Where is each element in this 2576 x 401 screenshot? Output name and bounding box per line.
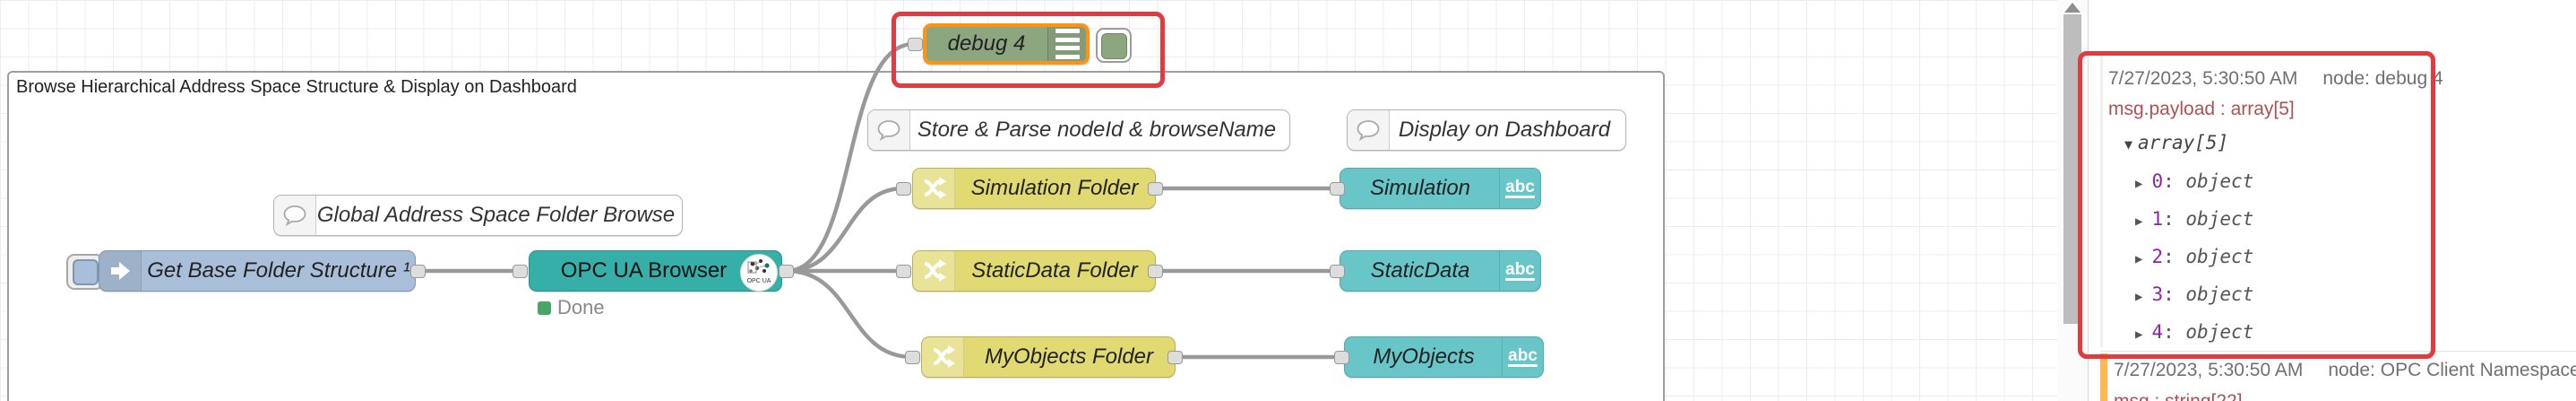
debug-node[interactable]: debug 4 (923, 23, 1090, 65)
switch-node-label: MyObjects Folder (984, 344, 1154, 369)
port-uitext-simulation-input[interactable] (1330, 182, 1345, 196)
uitext-node-simulation[interactable]: Simulation abc (1340, 168, 1541, 209)
port-switch-myobjects-input[interactable] (905, 351, 920, 364)
comment-label: Store & Parse nodeId & browseName (917, 118, 1277, 142)
port-switch-staticdata-input[interactable] (896, 265, 911, 278)
debug-node-label: debug 4 (947, 31, 1026, 56)
switch-shuffle-icon (922, 337, 964, 377)
debug-message-topic[interactable]: msg.payload : array[5] (2108, 99, 2295, 119)
svg-text:OPC UA: OPC UA (747, 278, 771, 284)
port-switch-myobjects-output[interactable] (1167, 351, 1183, 364)
flow-canvas[interactable]: Browse Hierarchical Address Space Struct… (0, 0, 2057, 401)
inject-button-pad (73, 259, 99, 285)
debug-sidebar: 7/27/2023, 5:30:50 AM node: debug 4 msg.… (2088, 0, 2576, 401)
wire-browser-to-simulation (784, 186, 906, 274)
switch-node-staticdata[interactable]: StaticData Folder (912, 250, 1156, 292)
canvas-vertical-scrollbar[interactable] (2057, 0, 2088, 401)
switch-shuffle-icon (913, 251, 955, 291)
uitext-node-label: StaticData (1370, 258, 1470, 283)
debug-tree-root[interactable]: array[5] (2124, 132, 2576, 153)
uitext-node-staticdata[interactable]: StaticData abc (1340, 250, 1541, 292)
inject-arrow-icon (99, 251, 142, 291)
status-dot-icon (538, 301, 551, 315)
debug-toggle-pad (1101, 33, 1127, 59)
status-text: Done (557, 296, 605, 318)
debug-tree-item[interactable]: 0: object (2135, 170, 2576, 192)
debug-tree-item[interactable]: 3: object (2135, 283, 2576, 305)
scroll-up-arrow-icon[interactable] (2064, 3, 2081, 13)
comment-node-display-dashboard[interactable]: Display on Dashboard (1347, 109, 1626, 151)
abc-text-icon: abc (1502, 337, 1543, 377)
port-uitext-myobjects-input[interactable] (1334, 351, 1349, 364)
message-separator (2100, 351, 2576, 352)
uitext-node-label: Simulation (1369, 176, 1471, 200)
inject-node-label: Get Base Folder Structure ¹ (147, 258, 410, 283)
debug-message-source-node: node: debug 4 (2322, 68, 2443, 89)
debug-message-timestamp: 7/27/2023, 5:30:50 AM (2114, 360, 2304, 380)
debug-message-timestamp: 7/27/2023, 5:30:50 AM (2108, 68, 2298, 89)
node-status: Done (538, 296, 605, 319)
switch-node-label: StaticData Folder (971, 258, 1138, 283)
comment-node-store-parse[interactable]: Store & Parse nodeId & browseName (867, 109, 1290, 151)
comment-bubble-icon (274, 196, 316, 235)
comment-label: Display on Dashboard (1398, 118, 1611, 142)
opcua-browser-node[interactable]: OPC UA Browser OPC UA (529, 250, 782, 292)
port-switch-simulation-output[interactable] (1148, 182, 1163, 196)
port-uitext-staticdata-input[interactable] (1330, 265, 1345, 278)
debug-message-source-node: node: OPC Client Namespace Brow (2328, 360, 2576, 380)
switch-node-myobjects[interactable]: MyObjects Folder (921, 336, 1176, 378)
opcua-logo-icon: OPC UA (740, 254, 778, 292)
port-switch-simulation-input[interactable] (896, 182, 911, 196)
wires-layer (415, 41, 1340, 360)
message-highlight-border (2100, 353, 2107, 401)
uitext-node-label: MyObjects (1373, 344, 1475, 369)
debug-message-header: 7/27/2023, 5:30:50 AM node: OPC Client N… (2114, 360, 2576, 381)
inject-trigger-button[interactable] (66, 254, 104, 290)
opcua-browser-label: OPC UA Browser (560, 258, 728, 283)
switch-shuffle-icon (913, 169, 955, 208)
comment-bubble-icon (868, 110, 910, 150)
message-left-border (2100, 56, 2103, 347)
port-inject-output[interactable] (410, 265, 426, 278)
inject-node[interactable]: Get Base Folder Structure ¹ (99, 250, 416, 292)
debug-enable-toggle[interactable] (1096, 28, 1132, 63)
abc-text-icon: abc (1499, 169, 1540, 208)
group-title: Browse Hierarchical Address Space Struct… (16, 77, 577, 97)
port-debug-input[interactable] (908, 38, 923, 51)
debug-list-icon (1047, 27, 1086, 61)
port-switch-staticdata-output[interactable] (1148, 265, 1163, 278)
comment-node-global-browse[interactable]: Global Address Space Folder Browse (273, 195, 683, 236)
debug-message-topic[interactable]: msg : string[22] (2114, 391, 2576, 401)
wire-browser-to-debug (784, 41, 917, 274)
switch-node-simulation[interactable]: Simulation Folder (912, 168, 1156, 209)
wire-browser-to-myobjects (784, 268, 915, 360)
abc-text-icon: abc (1499, 251, 1540, 291)
port-browser-input[interactable] (513, 265, 528, 278)
debug-tree-item[interactable]: 4: object (2135, 321, 2576, 343)
debug-tree-item[interactable]: 2: object (2135, 246, 2576, 267)
comment-label: Global Address Space Folder Browse (316, 203, 676, 227)
scrollbar-thumb[interactable] (2063, 14, 2081, 324)
port-browser-output[interactable] (779, 265, 794, 278)
uitext-node-myobjects[interactable]: MyObjects abc (1344, 336, 1544, 378)
comment-bubble-icon (1348, 110, 1390, 150)
switch-node-label: Simulation Folder (970, 176, 1139, 200)
debug-message-header: 7/27/2023, 5:30:50 AM node: debug 4 (2108, 68, 2576, 90)
debug-tree-item[interactable]: 1: object (2135, 208, 2576, 230)
